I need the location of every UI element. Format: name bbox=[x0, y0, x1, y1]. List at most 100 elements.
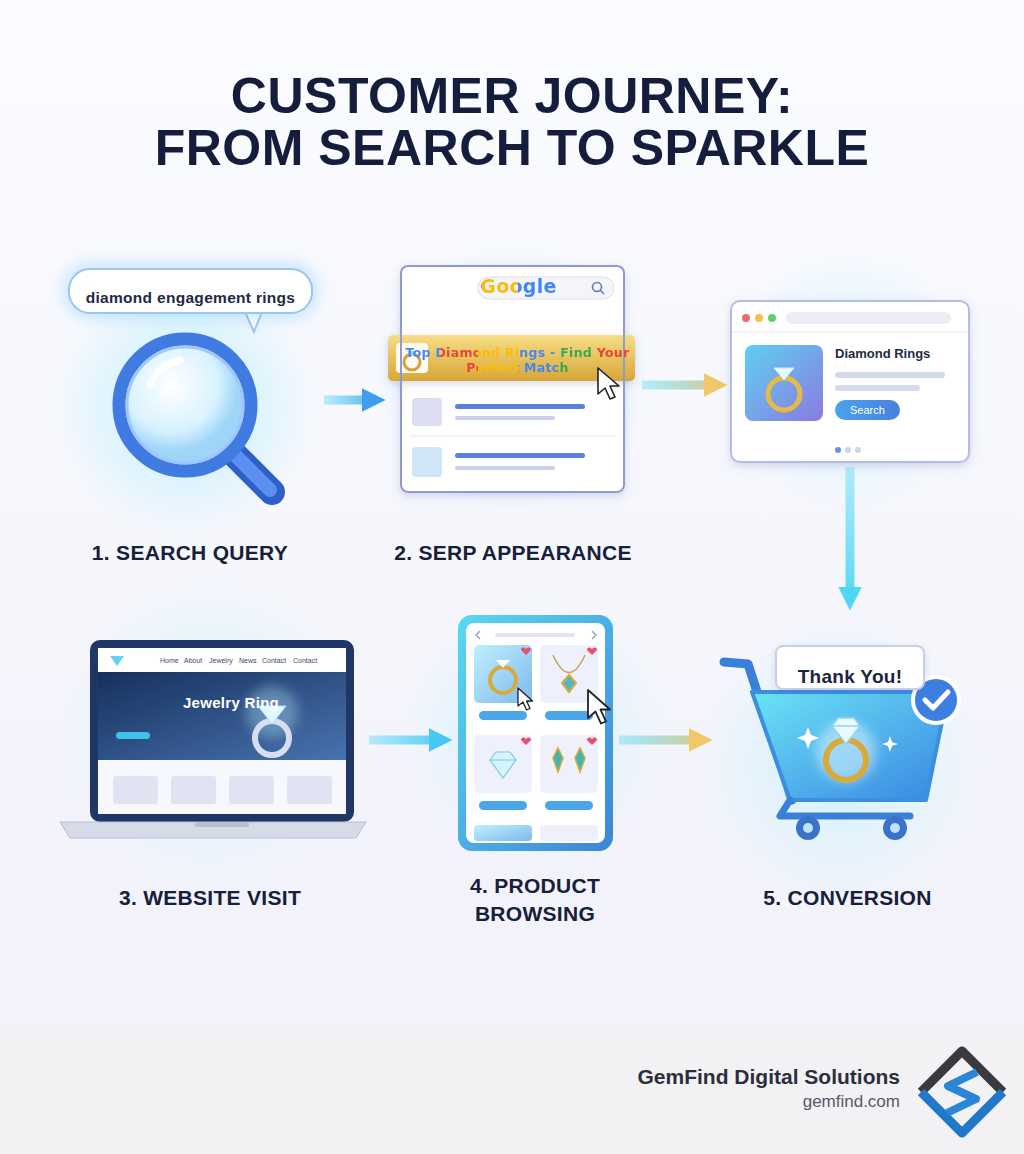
node-text: 1. SEARCH QUERY bbox=[60, 539, 320, 567]
tablet-icon-part bbox=[495, 633, 575, 637]
node-text: Thank You! bbox=[777, 665, 923, 688]
tablet-icon-part bbox=[466, 623, 605, 843]
website-window-part bbox=[742, 314, 750, 322]
company-logo bbox=[921, 1051, 1003, 1133]
nav-link: News bbox=[239, 656, 257, 665]
node-text: Google bbox=[412, 275, 625, 493]
tablet-icon-part bbox=[521, 648, 531, 656]
magnifier-icon-part bbox=[119, 339, 251, 471]
diagram-title: CUSTOMER JOURNEY: FROM SEARCH TO SPARKLE bbox=[132, 70, 892, 174]
laptop-icon-part bbox=[90, 640, 354, 822]
magnifier-icon-part bbox=[232, 452, 272, 492]
cart-icon-part bbox=[925, 692, 948, 708]
cart-icon-part bbox=[883, 816, 907, 840]
tablet-icon-part bbox=[587, 738, 597, 746]
node-text: Diamond Rings bbox=[835, 346, 930, 362]
arrow-line bbox=[324, 396, 363, 405]
cart-icon-part bbox=[826, 740, 866, 780]
laptop-icon bbox=[60, 640, 366, 838]
tablet-icon-part bbox=[474, 825, 532, 841]
website-url: gemfind.com bbox=[803, 1092, 900, 1112]
cart-icon-part bbox=[882, 736, 898, 752]
cart-icon-part bbox=[832, 718, 860, 744]
website-window-part bbox=[835, 385, 920, 391]
company-logo-part bbox=[921, 1092, 1003, 1133]
flow-arrow bbox=[850, 467, 851, 588]
cart-icon-part bbox=[890, 823, 900, 833]
tablet-icon-part bbox=[587, 648, 597, 656]
node-text: Jewelry Ring bbox=[116, 694, 346, 760]
background-part bbox=[700, 620, 980, 900]
company-logo-part bbox=[947, 1072, 977, 1113]
laptop-icon-part bbox=[113, 776, 158, 804]
arrow-line bbox=[369, 736, 430, 745]
tablet-icon-part bbox=[496, 660, 510, 668]
tablet-icon-part bbox=[521, 738, 531, 746]
hero-banner: Jewelry Ring bbox=[98, 672, 346, 760]
company-logo-part bbox=[921, 1051, 1003, 1092]
tablet-icon-part bbox=[479, 801, 527, 810]
website-window-part bbox=[745, 345, 823, 421]
laptop-icon-part bbox=[116, 732, 150, 739]
serp-window-part bbox=[400, 265, 625, 493]
arrow-glow bbox=[619, 730, 690, 750]
tablet-icon bbox=[458, 615, 613, 851]
flow-arrow bbox=[619, 740, 690, 741]
nav-link: Jewelry bbox=[209, 656, 233, 665]
tablet-icon-part bbox=[545, 711, 593, 720]
flow-arrow bbox=[369, 740, 430, 741]
step-panel: diamond engagement rings 1. SEARCH QUERY bbox=[60, 262, 320, 567]
website-window-part bbox=[845, 447, 851, 453]
cart-icon-part bbox=[780, 800, 910, 816]
laptop-icon-part bbox=[98, 648, 346, 672]
tablet-icon-part bbox=[479, 711, 527, 720]
cart-icon-part bbox=[803, 823, 813, 833]
node-text: 3. WEBSITE VISIT bbox=[55, 884, 365, 912]
company-name: GemFind Digital Solutions bbox=[638, 1064, 901, 1089]
cart-icon-part bbox=[797, 727, 819, 749]
arrow-line bbox=[642, 381, 705, 390]
tablet-icon-part bbox=[562, 675, 576, 692]
node-text: 5. CONVERSION bbox=[715, 884, 980, 912]
tablet-icon-part bbox=[490, 752, 516, 778]
background-part bbox=[55, 275, 315, 535]
laptop-icon-part bbox=[195, 822, 249, 827]
tablet-icon-part bbox=[540, 735, 598, 793]
tablet-icon-part bbox=[458, 615, 613, 851]
flow-arrow bbox=[324, 400, 363, 401]
website-window: Search Diamond Rings bbox=[730, 300, 970, 463]
laptop-icon-part bbox=[171, 776, 216, 804]
website-window-part bbox=[855, 447, 861, 453]
node-text: 4. PRODUCT BROWSING bbox=[455, 872, 615, 928]
website-window-part bbox=[768, 314, 776, 322]
node-text: 2. SERP APPEARANCE bbox=[388, 539, 638, 567]
laptop-icon-part bbox=[98, 648, 346, 814]
tablet-icon-part bbox=[474, 735, 532, 793]
website-window-part bbox=[774, 368, 794, 380]
tablet-icon-part bbox=[553, 655, 585, 673]
laptop-icon-part bbox=[255, 721, 289, 755]
background-part bbox=[0, 0, 1024, 1025]
node-text: diamond engagement rings bbox=[70, 284, 311, 312]
thank-you-sign: Thank You! bbox=[775, 645, 925, 690]
step-panel: 4. PRODUCT BROWSING bbox=[455, 612, 615, 928]
nav-link: Contact bbox=[262, 656, 286, 665]
tablet-icon-part bbox=[545, 801, 593, 810]
magnifier-icon-part bbox=[245, 312, 262, 332]
tablet-icon-part bbox=[476, 631, 596, 639]
website-window-part bbox=[732, 332, 968, 333]
arrow-glow bbox=[840, 467, 860, 588]
search-bubble: diamond engagement rings bbox=[68, 268, 313, 314]
cart-icon-part bbox=[796, 816, 820, 840]
magnifier-icon-part bbox=[127, 347, 243, 463]
arrow-line bbox=[846, 467, 855, 588]
step-panel: Thank You! 5. CONVERSION bbox=[715, 612, 980, 912]
search-button: Search bbox=[835, 400, 900, 420]
website-window-part bbox=[835, 372, 945, 378]
arrow-glow bbox=[642, 375, 705, 395]
serp-window: Top Diamond Rings - Find Your Perfect Ma… bbox=[400, 265, 625, 493]
laptop-icon-part bbox=[229, 776, 274, 804]
laptop-icon-part bbox=[98, 672, 346, 760]
